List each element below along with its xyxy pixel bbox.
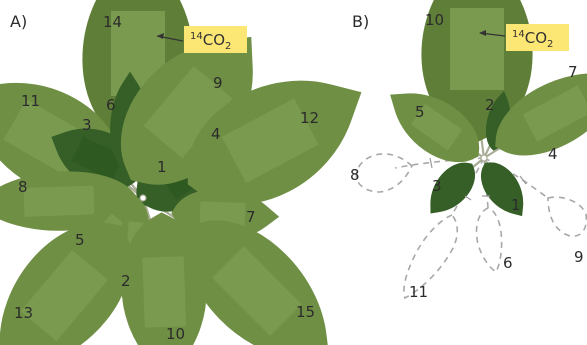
leaf-number: 4 <box>211 125 221 143</box>
ghost-leaf-b-8 <box>356 154 412 192</box>
leaf-b-3 <box>438 172 467 203</box>
panel-b: B) <box>350 8 587 301</box>
leaf-number: 2 <box>121 272 131 290</box>
leaf-number: 11 <box>21 92 40 110</box>
leaf-number: 3 <box>82 116 92 134</box>
leaf-a-13 <box>26 254 103 337</box>
leaf-a-15 <box>216 250 297 331</box>
leaf-number: 15 <box>296 303 315 321</box>
leaf-number: 9 <box>213 74 223 92</box>
leaf-number: 2 <box>485 96 495 114</box>
leaf-number: 13 <box>14 304 33 322</box>
leaf-number: 14 <box>103 13 122 31</box>
leaf-number: 11 <box>409 283 428 301</box>
leaf-number: 10 <box>166 325 185 343</box>
leaf-b-7 <box>525 89 587 138</box>
leaf-number: 5 <box>75 231 85 249</box>
ghost-leaf-b-6 <box>476 208 501 272</box>
panel-a: A) <box>7 11 320 343</box>
leaf-number: 9 <box>574 248 584 266</box>
leaf-number: 3 <box>432 177 442 195</box>
leaf-number: 10 <box>425 11 444 29</box>
leaf-number: 1 <box>511 196 521 214</box>
leaf-number: 6 <box>503 254 513 272</box>
leaf-number: 8 <box>350 166 360 184</box>
panel-b-label: B) <box>352 12 369 31</box>
panel-a-center <box>140 195 146 201</box>
panel-a-label: A) <box>10 12 27 31</box>
leaf-number: 4 <box>548 145 558 163</box>
panel-b-center <box>481 155 487 161</box>
leaf-number: 7 <box>568 63 578 81</box>
leaf-number: 1 <box>157 158 167 176</box>
leaf-b-10 <box>457 8 496 90</box>
leaf-number: 5 <box>415 103 425 121</box>
leaf-number: 8 <box>18 178 28 196</box>
leaf-a-10 <box>148 256 180 327</box>
leaf-number: 7 <box>246 208 256 226</box>
ghost-leaf-b-9 <box>548 197 586 236</box>
leaf-number: 12 <box>300 109 319 127</box>
leaf-number: 6 <box>106 96 116 114</box>
leaf-a-8 <box>24 190 95 213</box>
